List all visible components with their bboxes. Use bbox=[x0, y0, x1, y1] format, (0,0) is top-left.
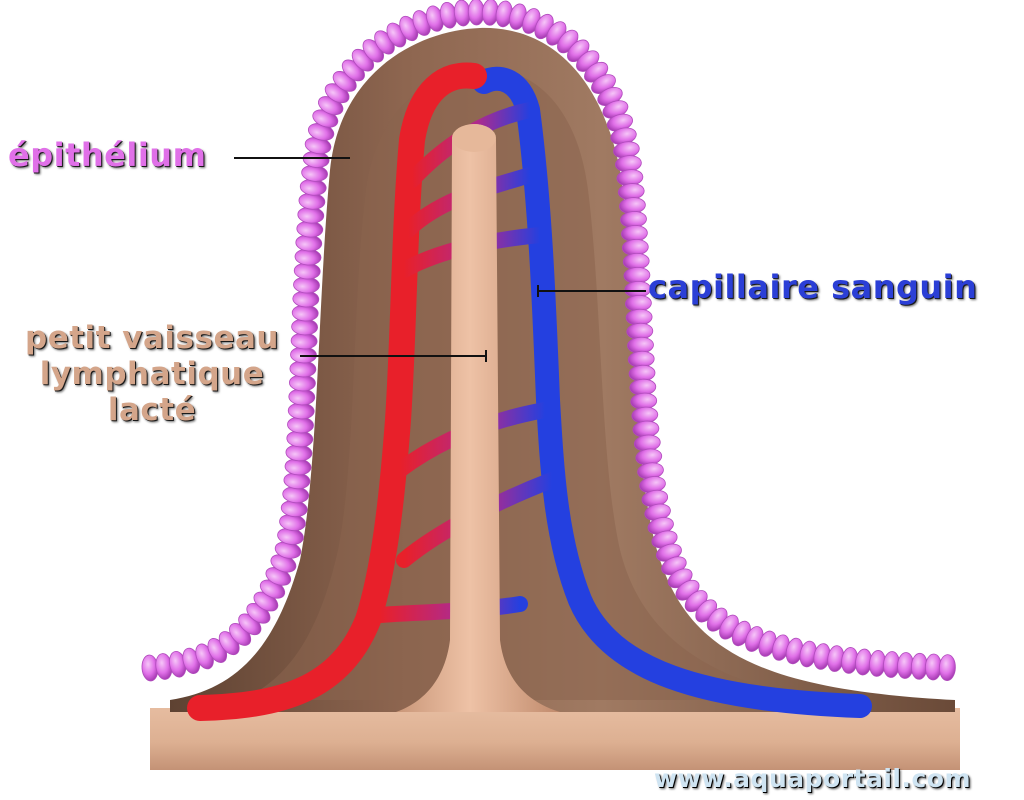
artery-capillary bbox=[187, 62, 487, 721]
lacteal-label-line-1: petit vaisseau bbox=[25, 320, 279, 356]
lacteal-label-line-2: lymphatique bbox=[39, 356, 265, 392]
lacteal-base-vessel bbox=[150, 708, 960, 770]
lacteal-label: petit vaisseau lymphatique lacté bbox=[2, 320, 302, 428]
epithelium-cell-layer bbox=[141, 0, 956, 682]
watermark-url: www.aquaportail.com bbox=[654, 764, 972, 793]
lacteal-vessel bbox=[396, 124, 560, 712]
lacteal-tip bbox=[452, 124, 496, 152]
epithelium-label: épithélium bbox=[8, 136, 207, 174]
lacteal-label-line-3: lacté bbox=[107, 392, 197, 428]
blood-capillary-label: capillaire sanguin bbox=[648, 268, 978, 306]
capillary-branch-6 bbox=[372, 596, 528, 623]
epithelium-cell bbox=[938, 654, 956, 681]
